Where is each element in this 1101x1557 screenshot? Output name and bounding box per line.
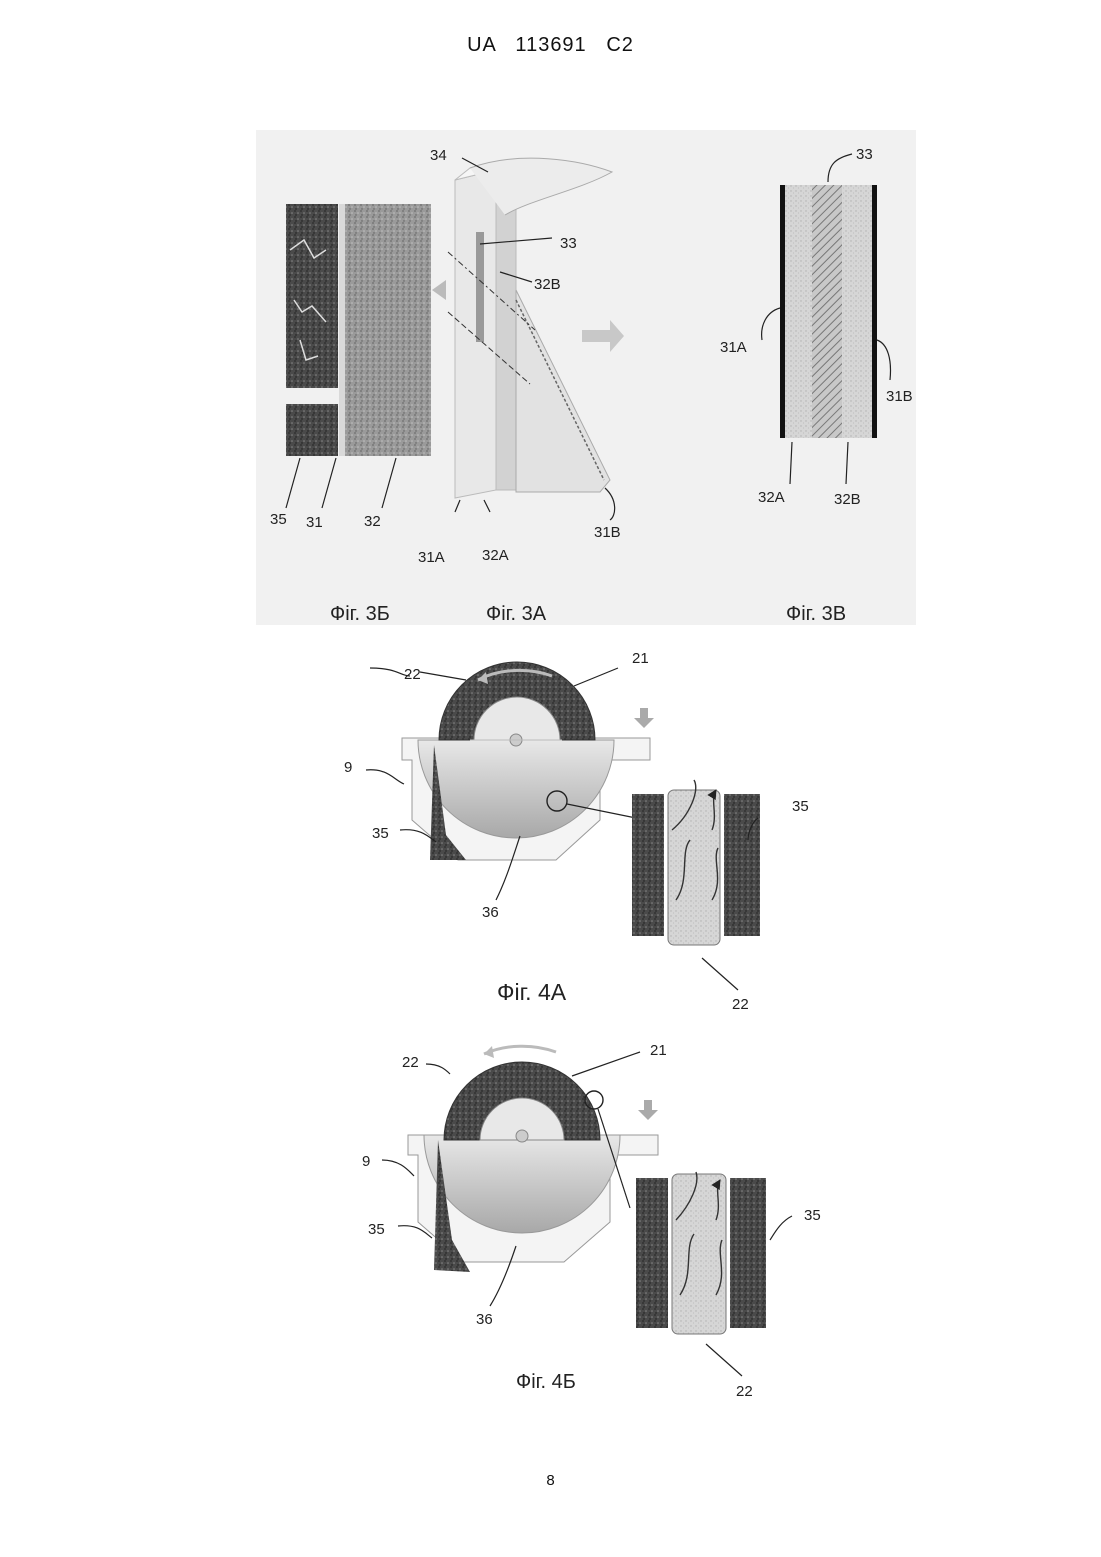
caption-fig-4a: Фіг. 4А xyxy=(497,979,567,1005)
figure-3: 35 31 32 34 33 32В 31А 32А 31В 33 31А 31… xyxy=(256,130,916,625)
label-4b-9: 9 xyxy=(362,1153,370,1170)
caption-fig-3b: Фіг. 3Б xyxy=(330,603,390,625)
label-4a-35-right: 35 xyxy=(792,798,809,815)
caption-fig-4b: Фіг. 4Б xyxy=(516,1371,576,1393)
figure-4b: 22 21 9 35 36 35 22 Фіг. 4Б xyxy=(362,1042,821,1400)
label-3b-35: 35 xyxy=(270,511,287,528)
label-4b-36: 36 xyxy=(476,1311,493,1328)
label-4a-9: 9 xyxy=(344,759,352,776)
figure-4b-drawing xyxy=(382,1046,792,1376)
label-3v-33: 33 xyxy=(856,146,873,163)
label-4b-21: 21 xyxy=(650,1042,667,1059)
label-4a-36: 36 xyxy=(482,904,499,921)
page-number: 8 xyxy=(0,1472,1101,1489)
label-3v-31b: 31В xyxy=(886,388,913,405)
label-3b-32: 32 xyxy=(364,513,381,530)
label-3b-31: 31 xyxy=(306,514,323,531)
figure-3v-drawing xyxy=(762,154,891,484)
label-4a-22-bottom: 22 xyxy=(732,996,749,1013)
label-4b-22-bottom: 22 xyxy=(736,1383,753,1400)
caption-fig-3v: Фіг. 3В xyxy=(786,603,846,625)
label-3a-32b: 32В xyxy=(534,276,561,293)
caption-fig-3a: Фіг. 3А xyxy=(486,603,547,625)
label-3a-34: 34 xyxy=(430,147,447,164)
label-4b-35-right: 35 xyxy=(804,1207,821,1224)
label-3a-33: 33 xyxy=(560,235,577,252)
label-3a-31b: 31В xyxy=(594,524,621,541)
label-4a-22-top: 22 xyxy=(404,666,421,683)
label-3a-31a: 31А xyxy=(418,549,445,566)
label-4b-22-top: 22 xyxy=(402,1054,419,1071)
label-4a-21: 21 xyxy=(632,650,649,667)
label-3v-31a: 31А xyxy=(720,339,747,356)
figure-4a: 22 21 9 35 36 35 22 Фіг. 4А xyxy=(344,650,809,1013)
label-3v-32a: 32А xyxy=(758,489,785,506)
label-3v-32b: 32В xyxy=(834,491,861,508)
figure-4a-drawing xyxy=(366,662,760,990)
label-3a-32a: 32А xyxy=(482,547,509,564)
label-4a-35-left: 35 xyxy=(372,825,389,842)
label-4b-35-left: 35 xyxy=(368,1221,385,1238)
